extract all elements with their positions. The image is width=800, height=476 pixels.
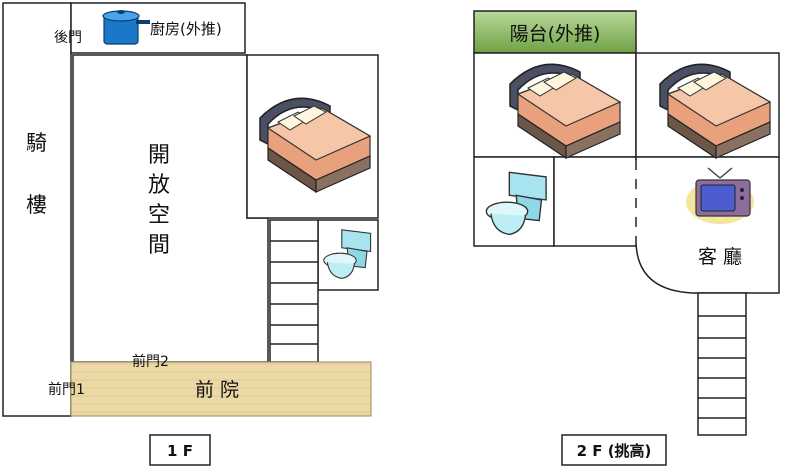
arcade-label-1: 騎 bbox=[26, 131, 47, 155]
front-door-2-label: 前門2 bbox=[132, 353, 169, 370]
balcony-area bbox=[473, 10, 637, 54]
kitchen-label: 廚房(外推) bbox=[150, 20, 222, 38]
floor1-tag-label: 1 F bbox=[167, 442, 193, 460]
open-space-label-3: 空 bbox=[148, 203, 170, 228]
balcony-label: 陽台(外推) bbox=[510, 23, 601, 45]
back-door-label: 後門 bbox=[54, 30, 82, 46]
living-room-label: 客 廳 bbox=[698, 246, 742, 268]
arcade-label-2: 樓 bbox=[26, 193, 47, 217]
television-icon bbox=[686, 167, 754, 224]
cooking-pot-icon bbox=[102, 10, 150, 45]
small-room-2f bbox=[553, 156, 637, 247]
open-space-label-1: 開 bbox=[148, 143, 170, 168]
open-space-label-4: 間 bbox=[148, 233, 170, 258]
front-yard-area bbox=[70, 361, 372, 417]
kitchen-area bbox=[70, 2, 246, 54]
floor2-tag bbox=[561, 434, 667, 466]
living-room-area bbox=[635, 156, 780, 294]
stairs-2f bbox=[697, 292, 747, 436]
front-door-1-label: 前門1 bbox=[48, 381, 85, 398]
floor1-plan bbox=[2, 2, 379, 417]
floor1-tag bbox=[149, 434, 211, 466]
open-space-label-2: 放 bbox=[148, 173, 170, 198]
front-yard-label: 前 院 bbox=[195, 379, 239, 401]
floor2-plan bbox=[473, 10, 780, 436]
floor2-tag-label: 2 F (挑高) bbox=[577, 442, 652, 460]
stairs-1f bbox=[269, 219, 319, 363]
arcade-area bbox=[2, 2, 72, 417]
open-space-area bbox=[72, 54, 269, 363]
